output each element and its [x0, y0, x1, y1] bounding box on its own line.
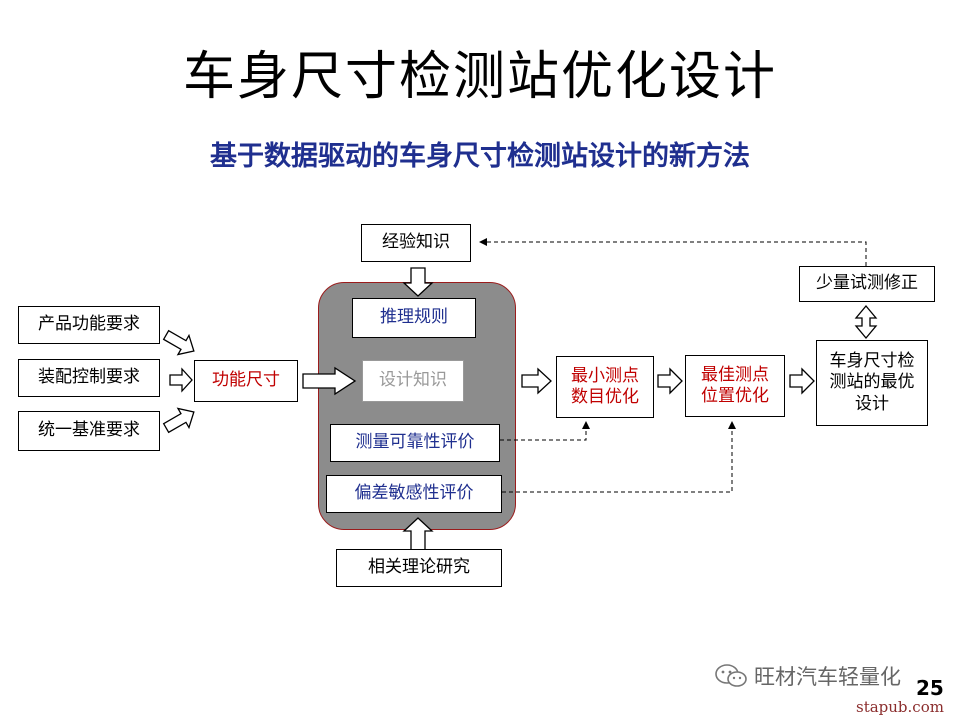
block-arrow-func-design: [302, 366, 357, 396]
requirement-assembly-control: 装配控制要求: [18, 359, 160, 397]
dashed-reliability-min: [500, 421, 590, 441]
watermark: 旺材汽车轻量化: [714, 661, 901, 691]
measurement-reliability-box: 测量可靠性评价: [330, 424, 500, 462]
page-number: 25: [916, 676, 944, 700]
design-knowledge-box: 设计知识: [362, 360, 464, 402]
optimal-design-box: 车身尺寸检 测站的最优 设计: [816, 340, 928, 426]
inference-rules-box: 推理规则: [352, 298, 476, 338]
min-points-box: 最小测点 数目优化: [556, 356, 654, 418]
best-position-box: 最佳测点 位置优化: [685, 355, 785, 417]
slide-title: 车身尺寸检测站优化设计: [182, 47, 777, 107]
deviation-sensitivity-box: 偏差敏感性评价: [326, 475, 502, 513]
block-arrow-double: [854, 304, 878, 340]
watermark-text: 旺材汽车轻量化: [754, 665, 901, 689]
trial-correction-box: 少量试测修正: [799, 266, 935, 302]
block-arrow-req2: [169, 367, 193, 393]
block-arrow-research-up: [402, 517, 434, 552]
dashed-feedback-trial-exp: [479, 238, 867, 266]
requirement-product-function: 产品功能要求: [18, 306, 160, 344]
block-arrow-min-best: [657, 367, 683, 395]
functional-dimension-box: 功能尺寸: [194, 360, 298, 402]
block-arrow-best-opt: [789, 367, 815, 395]
dashed-sensitivity-best: [502, 421, 736, 493]
block-arrow-req1: [162, 329, 195, 356]
block-arrow-panel-min: [521, 367, 552, 395]
related-research-box: 相关理论研究: [336, 549, 502, 587]
watermark-site: stapub.com: [856, 698, 944, 716]
block-arrow-req3: [162, 407, 195, 434]
slide-subtitle: 基于数据驱动的车身尺寸检测站设计的新方法: [210, 141, 750, 172]
experience-knowledge-box: 经验知识: [361, 224, 471, 262]
wechat-icon: [715, 664, 747, 687]
requirement-unified-datum: 统一基准要求: [18, 411, 160, 451]
block-arrow-exp-down: [402, 267, 434, 297]
